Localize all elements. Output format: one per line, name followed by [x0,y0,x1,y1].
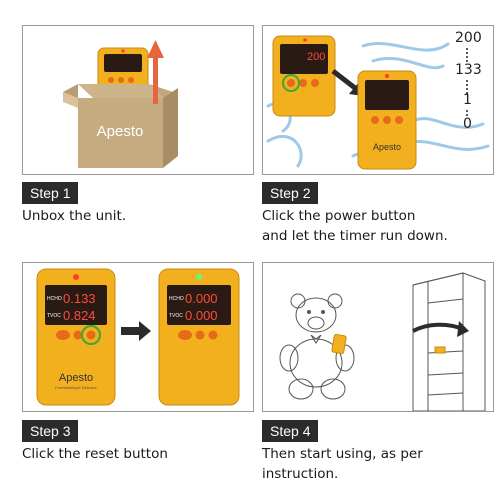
step2-badge: Step 2 [262,182,319,204]
step3-caption: Click the reset button [22,444,258,464]
step4-illustration [262,262,494,412]
device-right [357,70,417,170]
cardboard-box [63,84,178,168]
device-subtitle: Formaldehyde Detector [55,385,97,390]
step4-badge: Step 4 [262,420,319,442]
device-small [434,346,446,354]
arrow-right-icon [121,321,151,341]
step4-caption: Then start using, as per instruction. [262,444,498,484]
step3-illustration: HCHO TVOC 0.133 0.824 Apesto Formaldehyd… [22,262,254,412]
step1-illustration: Apesto [22,25,254,175]
hcho-label: HCHO [169,296,184,302]
step2-caption-line: Click the power button [262,208,416,224]
usage-scene [279,272,486,411]
step2-illustration: 200 Apesto 200 133 1 0 [262,25,494,175]
unbox-scene: Apesto [63,40,178,168]
power-scene: 200 Apesto [266,35,490,170]
box-brand: Apesto [97,123,144,140]
step2-caption: Click the power button and let the timer… [262,206,498,246]
device-small [331,333,347,355]
hcho-after: 0.000 [185,291,218,306]
step1-caption: Unbox the unit. [22,206,258,226]
tvoc-label: TVOC [47,313,61,319]
device-before [36,268,116,406]
timer-value: 0 [463,116,472,132]
timer-value: 1 [463,92,472,108]
timer-dots [466,48,468,118]
arrow-into-wardrobe-icon [412,321,469,337]
tvoc-after: 0.000 [185,308,218,323]
step4-caption-line: Then start using, as per [262,446,423,462]
device-brand: Apesto [373,142,401,152]
tvoc-before: 0.824 [63,308,96,323]
reset-scene: HCHO TVOC 0.133 0.824 Apesto Formaldehyd… [36,268,240,406]
teddy-bear-icon [279,293,355,400]
power-button-highlight [282,74,300,92]
hcho-before: 0.133 [63,291,96,306]
step1-badge: Step 1 [22,182,79,204]
step2-caption-line: and let the timer run down. [262,228,448,244]
step2-display-top: 200 [307,51,325,63]
tvoc-label: TVOC [169,313,183,319]
step3-caption-line: Click the reset button [22,446,168,462]
hcho-label: HCHO [47,296,62,302]
reset-button-highlight [81,325,101,345]
up-arrow-icon [147,40,164,104]
timer-value: 133 [455,62,482,78]
device-brand: Apesto [59,372,93,384]
device-after [158,268,240,406]
device-left [272,35,336,117]
step1-caption-line: Unbox the unit. [22,208,127,224]
wardrobe-icon [412,272,486,411]
timer-value: 200 [455,30,482,46]
step4-caption-line: instruction. [262,466,339,482]
step3-badge: Step 3 [22,420,79,442]
